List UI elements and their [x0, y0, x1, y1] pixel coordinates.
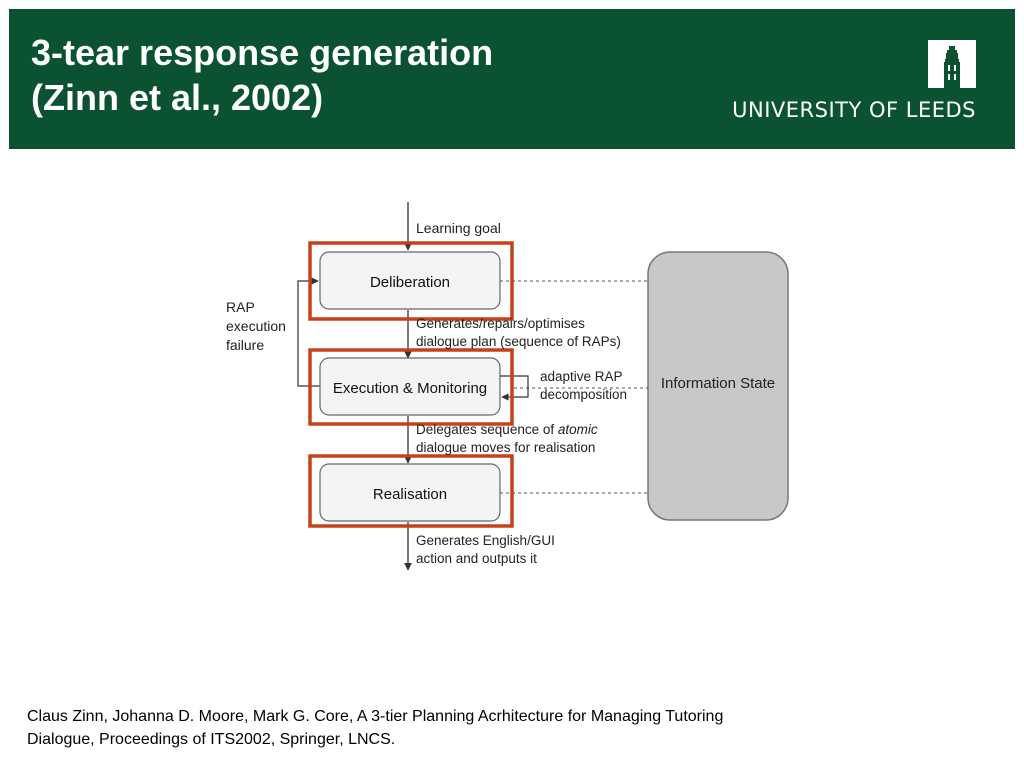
realisation-label: Realisation — [373, 486, 447, 503]
output-annotation-line-2: action and outputs it — [416, 551, 537, 566]
architecture-diagram: Information State Deliberation Execution… — [226, 202, 789, 571]
execution-monitoring-box — [319, 357, 501, 416]
information-state-box — [647, 251, 789, 521]
output-annotation-line-1: Generates English/GUI — [416, 533, 555, 548]
delegate-annotation-italic: atomic — [558, 422, 598, 437]
failure-annotation-line-3: failure — [226, 337, 264, 353]
realisation-highlight — [308, 454, 514, 528]
failure-annotation-line-1: RAP — [226, 299, 255, 315]
failure-annotation-line-2: execution — [226, 318, 286, 334]
citation-line-2: Dialogue, Proceedings of ITS2002, Spring… — [27, 731, 396, 748]
realisation-box — [319, 463, 501, 522]
delegate-annotation-line-1: Delegates sequence of atomic — [416, 422, 598, 437]
header-bar — [9, 9, 1015, 149]
information-state-label: Information State — [661, 375, 775, 392]
citation-line-1: Claus Zinn, Johanna D. Moore, Mark G. Co… — [27, 708, 724, 725]
adaptive-decomposition-arrow — [500, 375, 529, 401]
deliberation-highlight — [308, 241, 514, 321]
slide-title-line-2: (Zinn et al., 2002) — [31, 77, 324, 118]
adaptive-annotation-line-1: adaptive RAP — [540, 369, 623, 384]
university-tower-icon — [928, 40, 976, 88]
deliberation-label: Deliberation — [370, 274, 450, 291]
slide-title-line-1: 3-tear response generation — [31, 32, 494, 73]
execution-monitoring-label: Execution & Monitoring — [333, 380, 487, 397]
input-label: Learning goal — [416, 220, 501, 236]
execution-highlight — [308, 348, 514, 426]
delegate-annotation-line-2: dialogue moves for realisation — [416, 440, 595, 455]
citation: Claus Zinn, Johanna D. Moore, Mark G. Co… — [27, 705, 927, 751]
slide-title: 3-tear response generation (Zinn et al.,… — [31, 30, 493, 120]
delegate-annotation-prefix: Delegates sequence of — [416, 422, 558, 437]
adaptive-annotation-line-2: decomposition — [540, 387, 627, 402]
plan-annotation-line-1: Generates/repairs/optimises — [416, 316, 585, 331]
university-logo-text: UNIVERSITY OF LEEDS — [732, 98, 976, 122]
deliberation-box — [319, 251, 501, 310]
plan-annotation-line-2: dialogue plan (sequence of RAPs) — [416, 334, 621, 349]
